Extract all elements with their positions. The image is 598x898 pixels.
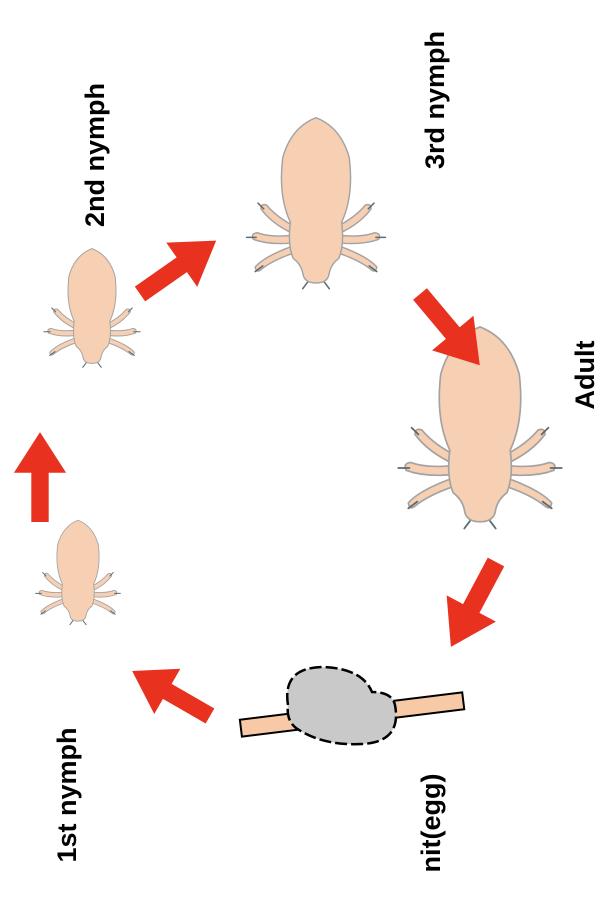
arrow-nit-to-first-nymph	[119, 648, 223, 738]
nit-egg	[287, 667, 396, 744]
nit-egg-on-hair	[240, 667, 464, 744]
third-nymph-label: 3rd nymph	[420, 31, 450, 169]
first-nymph-label: 1st nymph	[52, 727, 82, 862]
arrow-second-to-third-nymph	[125, 219, 232, 317]
arrow-first-to-second-nymph	[14, 432, 66, 522]
third-nymph-louse	[247, 118, 386, 289]
second-nymph-label: 2nd nymph	[80, 83, 110, 227]
first-nymph-louse	[36, 520, 121, 624]
adult-label: Adult	[570, 341, 598, 410]
second-nymph-louse	[44, 249, 140, 368]
nit-egg-label: nit(egg)	[416, 774, 446, 873]
adult-louse	[398, 327, 562, 529]
arrow-adult-to-nit	[426, 549, 520, 660]
